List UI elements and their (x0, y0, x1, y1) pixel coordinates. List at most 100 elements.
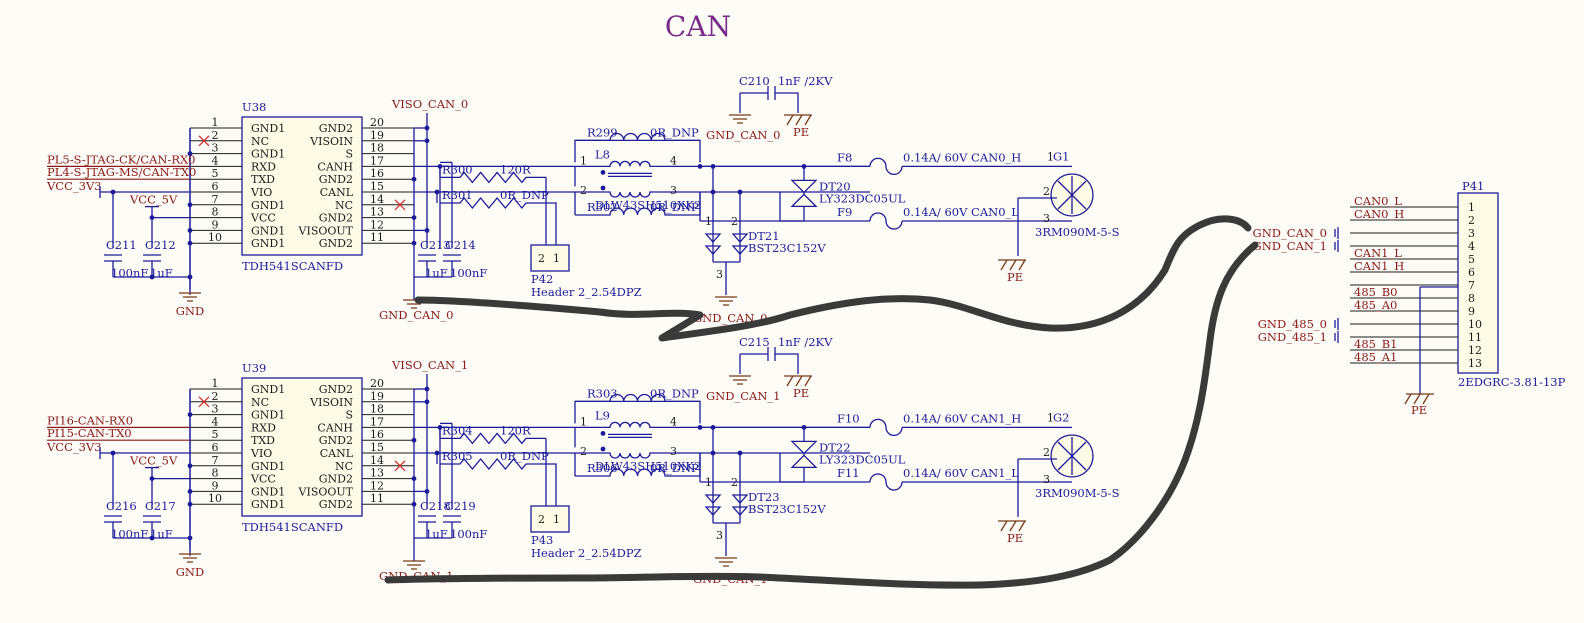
pin-number: 15 (370, 441, 384, 454)
ground-symbol (715, 296, 737, 306)
p41-net-label: 485_B1 (1354, 337, 1397, 351)
p41-net-label: CAN0_L (1354, 194, 1402, 208)
p41-pin-number: 9 (1468, 305, 1475, 318)
schematic-title: CAN (665, 10, 731, 43)
p41-net-label: CAN0_H (1354, 207, 1404, 221)
resistor-value: 0R_DNP (650, 125, 699, 139)
pin-name: VISOIN (309, 135, 353, 148)
pin-number: 16 (370, 167, 384, 180)
p41-pin-number: 7 (1468, 279, 1475, 292)
vcc-5v-label: VCC_5V (129, 454, 178, 468)
resistor-value: 0R_DNP (500, 188, 549, 202)
resistor-arc (575, 207, 700, 216)
pin-number: 19 (370, 390, 384, 403)
capacitor-value: 1nF /2KV (778, 335, 833, 349)
pin-number: 14 (370, 193, 384, 206)
pin-number: 15 (370, 180, 384, 193)
p41-pe-ground: PE (1404, 286, 1458, 417)
pin-number: 3 (670, 184, 677, 197)
pin-number: 20 (370, 116, 384, 129)
fuse-symbol (869, 157, 903, 175)
pin-number: 14 (370, 454, 384, 467)
chip-body (241, 377, 363, 517)
pin-name: CANH (317, 421, 353, 434)
capacitor-value: 1nF /2KV (778, 74, 833, 88)
choke-bypass-top (574, 400, 701, 424)
capacitor-ref: C212 (145, 238, 176, 252)
tvs-ref: DT21 (748, 229, 780, 243)
pin-number: 9 (212, 218, 219, 231)
capacitor-plates (443, 515, 461, 523)
p41-net-label: GND_CAN_0 (1253, 226, 1327, 240)
diode-triangle (731, 233, 749, 255)
junction-dot (600, 446, 606, 452)
pin-number: 2 (1043, 446, 1050, 459)
hv-gnd-label: GND_CAN_0 (706, 128, 780, 142)
tvs-body (790, 179, 818, 208)
pin-name: CANL (320, 186, 354, 199)
tvs-ref: DT20 (819, 179, 851, 193)
pe-ground-symbol (784, 114, 812, 126)
junction-dot (149, 274, 155, 280)
junction-dot (600, 185, 606, 191)
pe-label: PE (793, 386, 809, 400)
pe-label: PE (793, 125, 809, 139)
pin-number: 2 (580, 445, 587, 458)
tvs-part: BST23C152V (748, 241, 826, 255)
p41-pin-number: 2 (1468, 214, 1475, 227)
ground-symbol (715, 557, 737, 567)
p41-net-label: CAN1_H (1354, 259, 1404, 273)
fuse-ref: F10 (837, 411, 860, 425)
resistor-ref: R306 (587, 461, 618, 475)
pin-name: NC (251, 396, 269, 409)
connector-part: 3RM090M-5-S (1035, 486, 1120, 500)
pin-number: 1 (580, 154, 587, 167)
pin-number: 10 (208, 231, 222, 244)
pin-number: 13 (370, 467, 384, 480)
pin-name: VISOOUT (298, 224, 354, 237)
pin-number: 4 (670, 154, 677, 167)
pin-number: 3 (212, 403, 219, 416)
pin-name: TXD (251, 434, 275, 447)
fuse-ref: F11 (837, 466, 860, 480)
ground-symbol (179, 292, 201, 302)
capacitor-plates (143, 254, 161, 262)
pin-number: 2 (538, 513, 545, 526)
fuse-ref: F9 (837, 205, 852, 219)
junction-dot (411, 501, 417, 507)
p41-pin-number: 1 (1468, 201, 1475, 214)
mcu-net-tx: PL4-S-JTAG-MS/CAN-TX0 (47, 165, 196, 179)
pin-number: 2 (212, 129, 219, 142)
pin-number: 7 (212, 454, 219, 467)
p41-pin-number: 13 (1468, 357, 1482, 370)
header-part: Header 2_2.54DPZ (531, 285, 642, 299)
tvs-part: LY323DC05UL (819, 452, 906, 466)
ground-symbol: GND (176, 553, 204, 579)
gnd-can-label: GND_CAN_0 (379, 308, 453, 322)
resistor-ref: R300 (442, 162, 473, 176)
junction-dot (411, 176, 417, 182)
capacitor-ref: C213 (420, 238, 451, 252)
viso-label: VISO_CAN_1 (391, 358, 468, 372)
junction-dot (600, 431, 606, 436)
fuse: F11 0.14A/ 60V CAN1_L (700, 466, 1057, 491)
connector-part: 3RM090M-5-S (1035, 225, 1120, 239)
vcc-5v-label: VCC_5V (129, 193, 178, 207)
p41-pin-number: 5 (1468, 253, 1475, 266)
pin-name: GND1 (251, 237, 285, 250)
header-ref: P42 (531, 272, 553, 286)
pin-name: VCC (250, 473, 276, 486)
pin-name: GND1 (251, 199, 285, 212)
diode-triangle (731, 494, 749, 516)
fuse-net: 0.14A/ 60V CAN1_L (903, 466, 1019, 480)
pin-name: S (345, 409, 353, 422)
pe-ground-symbol (998, 259, 1026, 271)
pin-number: 16 (370, 428, 384, 441)
